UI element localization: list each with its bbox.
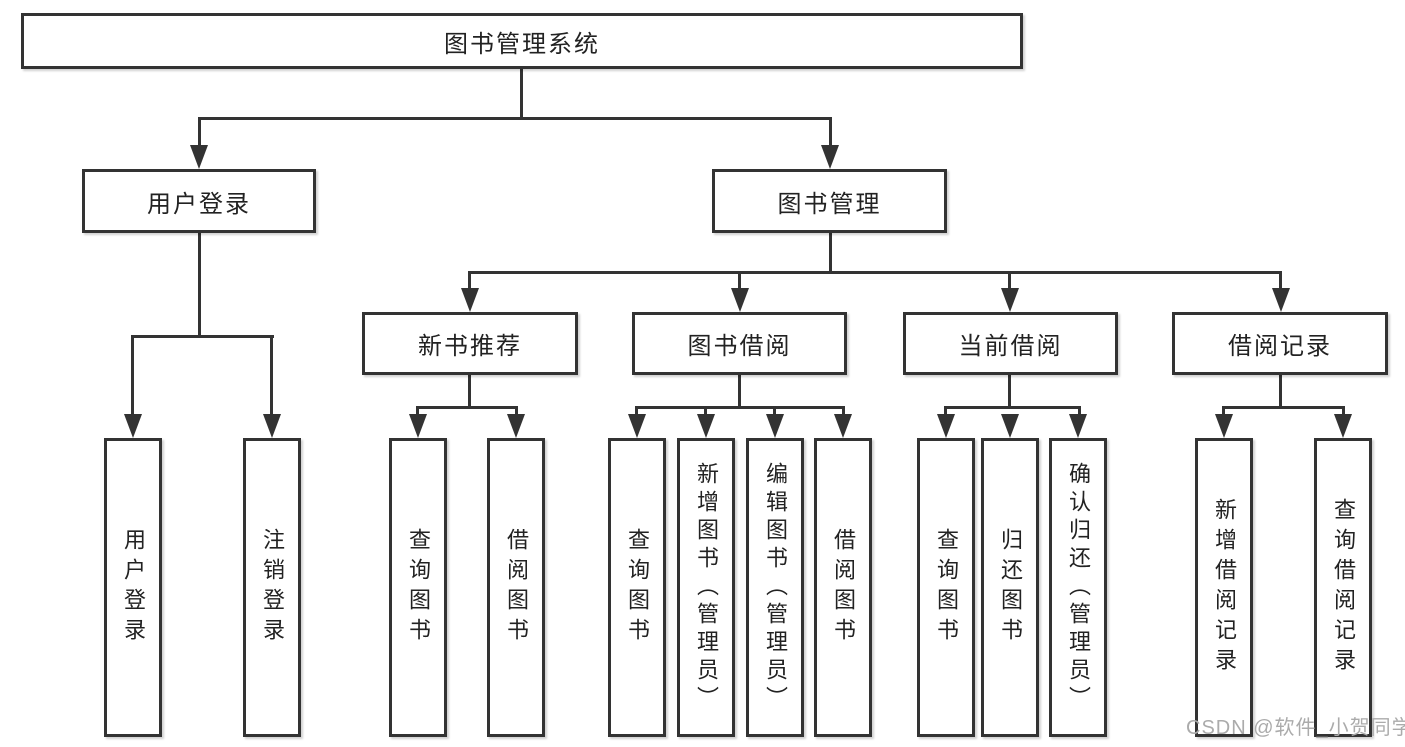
node-root-label: 图书管理系统 bbox=[444, 30, 600, 58]
arrow-down-icon bbox=[409, 414, 427, 438]
arrow-down-icon bbox=[628, 414, 646, 438]
connector-line bbox=[270, 335, 273, 419]
leaf-user-login: 用户登录 bbox=[104, 438, 162, 737]
node-user-login: 用户登录 bbox=[82, 169, 316, 233]
node-current-borrow: 当前借阅 bbox=[903, 312, 1118, 375]
leaf-borrow-book: 借阅图书 bbox=[814, 438, 872, 737]
connector-line bbox=[1008, 375, 1011, 409]
connector-line bbox=[1279, 375, 1282, 409]
leaf-query-book: 查询图书 bbox=[608, 438, 666, 737]
leaf-query-book-current: 查询图书 bbox=[917, 438, 975, 737]
arrow-down-icon bbox=[1215, 414, 1233, 438]
node-borrow-record-label: 借阅记录 bbox=[1228, 333, 1332, 360]
leaf-edit-book-admin: 编辑图书（管理员） bbox=[746, 438, 804, 737]
node-root: 图书管理系统 bbox=[21, 13, 1023, 69]
node-book-mgmt: 图书管理 bbox=[712, 169, 947, 233]
connector-line bbox=[704, 406, 707, 419]
connector-line bbox=[515, 406, 518, 419]
arrow-down-icon bbox=[124, 414, 142, 438]
connector-line bbox=[198, 117, 201, 150]
connector-line bbox=[468, 375, 471, 409]
connector-line bbox=[1222, 406, 1345, 409]
arrow-down-icon bbox=[190, 145, 208, 169]
csdn-watermark: CSDN @软件_小贺同学 bbox=[1186, 717, 1405, 739]
arrow-down-icon bbox=[937, 414, 955, 438]
connector-line bbox=[1279, 271, 1282, 293]
arrow-down-icon bbox=[461, 288, 479, 312]
leaf-edit-book-admin-label: 编辑图书（管理员） bbox=[763, 461, 788, 714]
leaf-add-book-admin-label: 新增图书（管理员） bbox=[694, 461, 719, 714]
arrow-down-icon bbox=[1069, 414, 1087, 438]
connector-line bbox=[416, 406, 518, 409]
connector-line bbox=[131, 335, 134, 419]
node-new-book-rec: 新书推荐 bbox=[362, 312, 578, 375]
leaf-return-book: 归还图书 bbox=[981, 438, 1039, 737]
connector-line bbox=[468, 271, 471, 293]
node-user-login-label: 用户登录 bbox=[147, 190, 251, 218]
leaf-query-book-rec: 查询图书 bbox=[389, 438, 447, 737]
connector-line bbox=[829, 233, 832, 274]
connector-line bbox=[738, 271, 741, 293]
node-current-borrow-label: 当前借阅 bbox=[958, 333, 1063, 360]
connector-line bbox=[468, 271, 1282, 274]
connector-line bbox=[635, 406, 845, 409]
arrow-down-icon bbox=[1334, 414, 1352, 438]
connector-line bbox=[1008, 271, 1011, 293]
connector-line bbox=[131, 335, 274, 338]
arrow-down-icon bbox=[263, 414, 281, 438]
connector-line bbox=[198, 233, 201, 338]
connector-line bbox=[738, 375, 741, 409]
node-book-borrow: 图书借阅 bbox=[632, 312, 847, 375]
connector-line bbox=[416, 406, 419, 419]
leaf-confirm-return-admin-label: 确认归还（管理员） bbox=[1066, 461, 1091, 714]
leaf-confirm-return-admin: 确认归还（管理员） bbox=[1049, 438, 1107, 737]
arrow-down-icon bbox=[821, 145, 839, 169]
arrow-down-icon bbox=[697, 414, 715, 438]
leaf-borrow-book-rec: 借阅图书 bbox=[487, 438, 545, 737]
arrow-down-icon bbox=[1272, 288, 1290, 312]
connector-line bbox=[842, 406, 845, 419]
connector-line bbox=[944, 406, 1080, 409]
arrow-down-icon bbox=[507, 414, 525, 438]
leaf-logout-label: 注销登录 bbox=[260, 527, 285, 648]
connector-line bbox=[635, 406, 638, 419]
node-book-mgmt-label: 图书管理 bbox=[777, 190, 882, 218]
leaf-logout: 注销登录 bbox=[243, 438, 301, 737]
arrow-down-icon bbox=[731, 288, 749, 312]
arrow-down-icon bbox=[834, 414, 852, 438]
connector-line bbox=[773, 406, 776, 419]
leaf-add-borrow-record: 新增借阅记录 bbox=[1195, 438, 1253, 737]
leaf-query-book-label: 查询图书 bbox=[625, 527, 650, 648]
node-book-borrow-label: 图书借阅 bbox=[687, 333, 792, 360]
leaf-add-book-admin: 新增图书（管理员） bbox=[677, 438, 735, 737]
connector-line bbox=[1078, 406, 1081, 419]
node-borrow-record: 借阅记录 bbox=[1172, 312, 1388, 375]
connector-line bbox=[829, 117, 832, 150]
arrow-down-icon bbox=[1001, 414, 1019, 438]
connector-line bbox=[198, 117, 832, 120]
leaf-return-book-label: 归还图书 bbox=[998, 527, 1023, 648]
leaf-query-borrow-record: 查询借阅记录 bbox=[1314, 438, 1372, 737]
connector-line bbox=[944, 406, 947, 419]
arrow-down-icon bbox=[766, 414, 784, 438]
connector-line bbox=[1222, 406, 1225, 419]
leaf-query-borrow-record-label: 查询借阅记录 bbox=[1331, 497, 1356, 678]
arrow-down-icon bbox=[1001, 288, 1019, 312]
leaf-user-login-label: 用户登录 bbox=[121, 527, 146, 648]
connector-line bbox=[1342, 406, 1345, 419]
connector-line bbox=[520, 69, 523, 120]
leaf-query-book-rec-label: 查询图书 bbox=[406, 527, 431, 648]
leaf-add-borrow-record-label: 新增借阅记录 bbox=[1212, 497, 1237, 678]
leaf-borrow-book-rec-label: 借阅图书 bbox=[504, 527, 529, 648]
leaf-borrow-book-label: 借阅图书 bbox=[831, 527, 856, 648]
leaf-query-book-current-label: 查询图书 bbox=[934, 527, 959, 648]
node-new-book-rec-label: 新书推荐 bbox=[418, 333, 522, 360]
